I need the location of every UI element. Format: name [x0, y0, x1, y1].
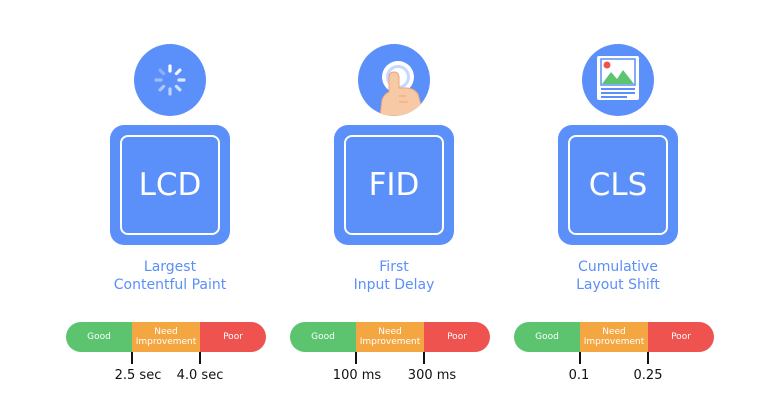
- threshold-label-2: 4.0 sec: [176, 368, 224, 383]
- metric-name-line-1: Largest: [143, 259, 197, 275]
- need-label-line-2: Improvement: [135, 337, 197, 347]
- poor-segment: Poor: [424, 322, 490, 352]
- metric-name-line-1: First: [379, 259, 409, 275]
- threshold-label-1: 2.5 sec: [114, 368, 162, 383]
- metric-full-name: Cumulative Layout Shift: [514, 258, 722, 294]
- metric-abbreviation: FID: [344, 135, 444, 235]
- metric-name-line-2: Layout Shift: [576, 277, 660, 293]
- metric-tile: CLS: [558, 125, 678, 245]
- threshold-label-2: 300 ms: [407, 368, 457, 383]
- metric-tile: LCD: [110, 125, 230, 245]
- threshold-tick-2: [199, 352, 201, 364]
- need-label-line-1: Need: [602, 327, 626, 337]
- loading-spinner-icon: [134, 44, 206, 116]
- threshold-tick-2: [647, 352, 649, 364]
- metric-name-line-2: Contentful Paint: [113, 277, 227, 293]
- need-label-line-1: Need: [154, 327, 178, 337]
- poor-segment: Poor: [200, 322, 266, 352]
- threshold-tick-1: [355, 352, 357, 364]
- need-label-line-1: Need: [378, 327, 402, 337]
- metric-abbreviation: LCD: [120, 135, 220, 235]
- tap-finger-icon: [358, 44, 430, 116]
- threshold-tick-2: [423, 352, 425, 364]
- layout-document-icon: [582, 44, 654, 116]
- poor-segment: Poor: [648, 322, 714, 352]
- good-segment: Good: [290, 322, 356, 352]
- need-label-line-2: Improvement: [359, 337, 421, 347]
- metric-name-line-1: Cumulative: [578, 259, 658, 275]
- metric-full-name: Largest Contentful Paint: [66, 258, 274, 294]
- threshold-label-1: 100 ms: [332, 368, 382, 383]
- need-label-line-2: Improvement: [583, 337, 645, 347]
- metric-full-name: First Input Delay: [290, 258, 498, 294]
- threshold-label-2: 0.25: [633, 368, 663, 383]
- metric-abbreviation: CLS: [568, 135, 668, 235]
- threshold-label-1: 0.1: [568, 368, 590, 383]
- metric-name-line-2: Input Delay: [353, 277, 435, 293]
- good-segment: Good: [66, 322, 132, 352]
- good-segment: Good: [514, 322, 580, 352]
- threshold-tick-1: [131, 352, 133, 364]
- threshold-tick-1: [579, 352, 581, 364]
- metric-tile: FID: [334, 125, 454, 245]
